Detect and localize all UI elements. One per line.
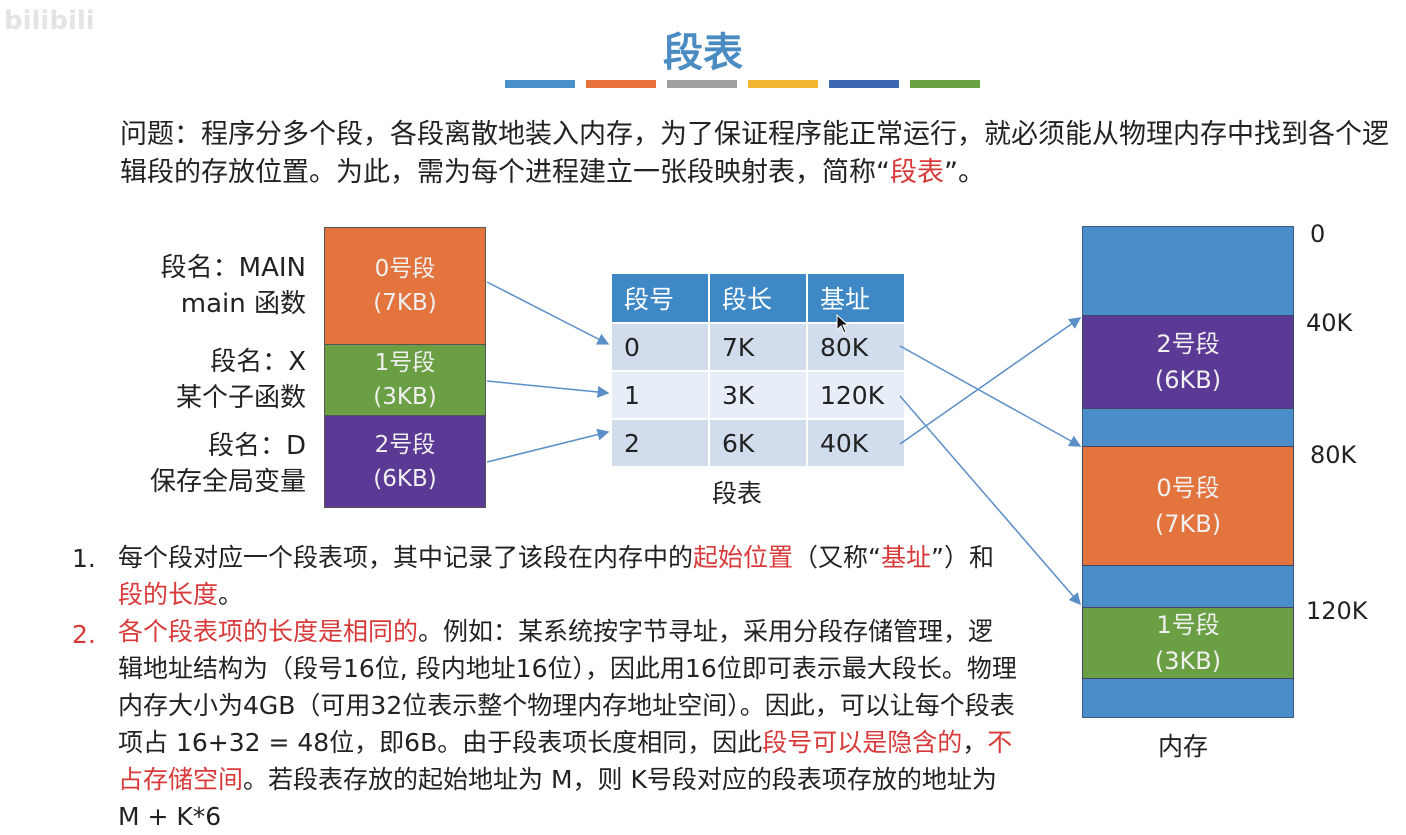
color-bar [748, 80, 818, 88]
color-bar [667, 80, 737, 88]
intro-paragraph: 问题：程序分多个段，各段离散地装入内存，为了保证程序能正常运行，就必须能从物理内… [120, 119, 1389, 188]
memory-block-2: 2号段(6KB) [1082, 315, 1294, 409]
watermark: bilibili [4, 6, 95, 36]
point-2-number: 2. [72, 620, 96, 649]
memory-block-0: 0号段(7KB) [1082, 446, 1294, 566]
program-segment-2: 2号段(6KB) [324, 415, 486, 508]
memory-caption: 内存 [1158, 732, 1209, 761]
color-bar [505, 80, 575, 88]
point-2-text: 各个段表项的长度是相同的。例如：某系统按字节寻址，采用分段存储管理，逻辑地址结构… [118, 617, 1017, 831]
color-bar [586, 80, 656, 88]
table-row: 0 7K 80K [610, 322, 906, 372]
arrow-seg1-to-table [486, 380, 610, 398]
intro-highlight: 段表 [890, 157, 944, 188]
arrow-seg0-to-table [486, 281, 610, 345]
table-row: 1 3K 120K [610, 370, 906, 420]
segment-table-caption: 段表 [712, 479, 763, 508]
point-1-number: 1. [72, 544, 96, 573]
memory-block-1: 1号段(3KB) [1082, 607, 1294, 679]
address-40k: 40K [1306, 309, 1353, 337]
mouse-cursor-icon [836, 314, 850, 334]
arrow-row1-to-memory [899, 395, 1081, 606]
table-header-row: 段号 段长 基址 [610, 272, 906, 324]
header-base: 基址 [806, 272, 906, 324]
arrow-seg2-to-table [486, 428, 610, 463]
color-bar [829, 80, 899, 88]
arrow-row2-to-memory [899, 317, 1082, 445]
arrow-row0-to-memory [899, 345, 1082, 447]
header-seg-len: 段长 [708, 272, 808, 324]
address-0: 0 [1310, 220, 1326, 248]
point-1-text: 每个段对应一个段表项，其中记录了该段在内存中的起始位置（又称“基址”）和段的长度… [118, 543, 994, 609]
color-bar [910, 80, 980, 88]
page-title: 段表 [663, 30, 743, 76]
header-seg-no: 段号 [610, 272, 710, 324]
address-120k: 120K [1306, 597, 1368, 625]
address-80k: 80K [1310, 441, 1357, 469]
segment-table: 段号 段长 基址 0 7K 80K 1 3K 120K 2 6K 40K [610, 272, 906, 468]
program-segment-0: 0号段(7KB) [324, 227, 486, 345]
table-row: 2 6K 40K [610, 418, 906, 468]
